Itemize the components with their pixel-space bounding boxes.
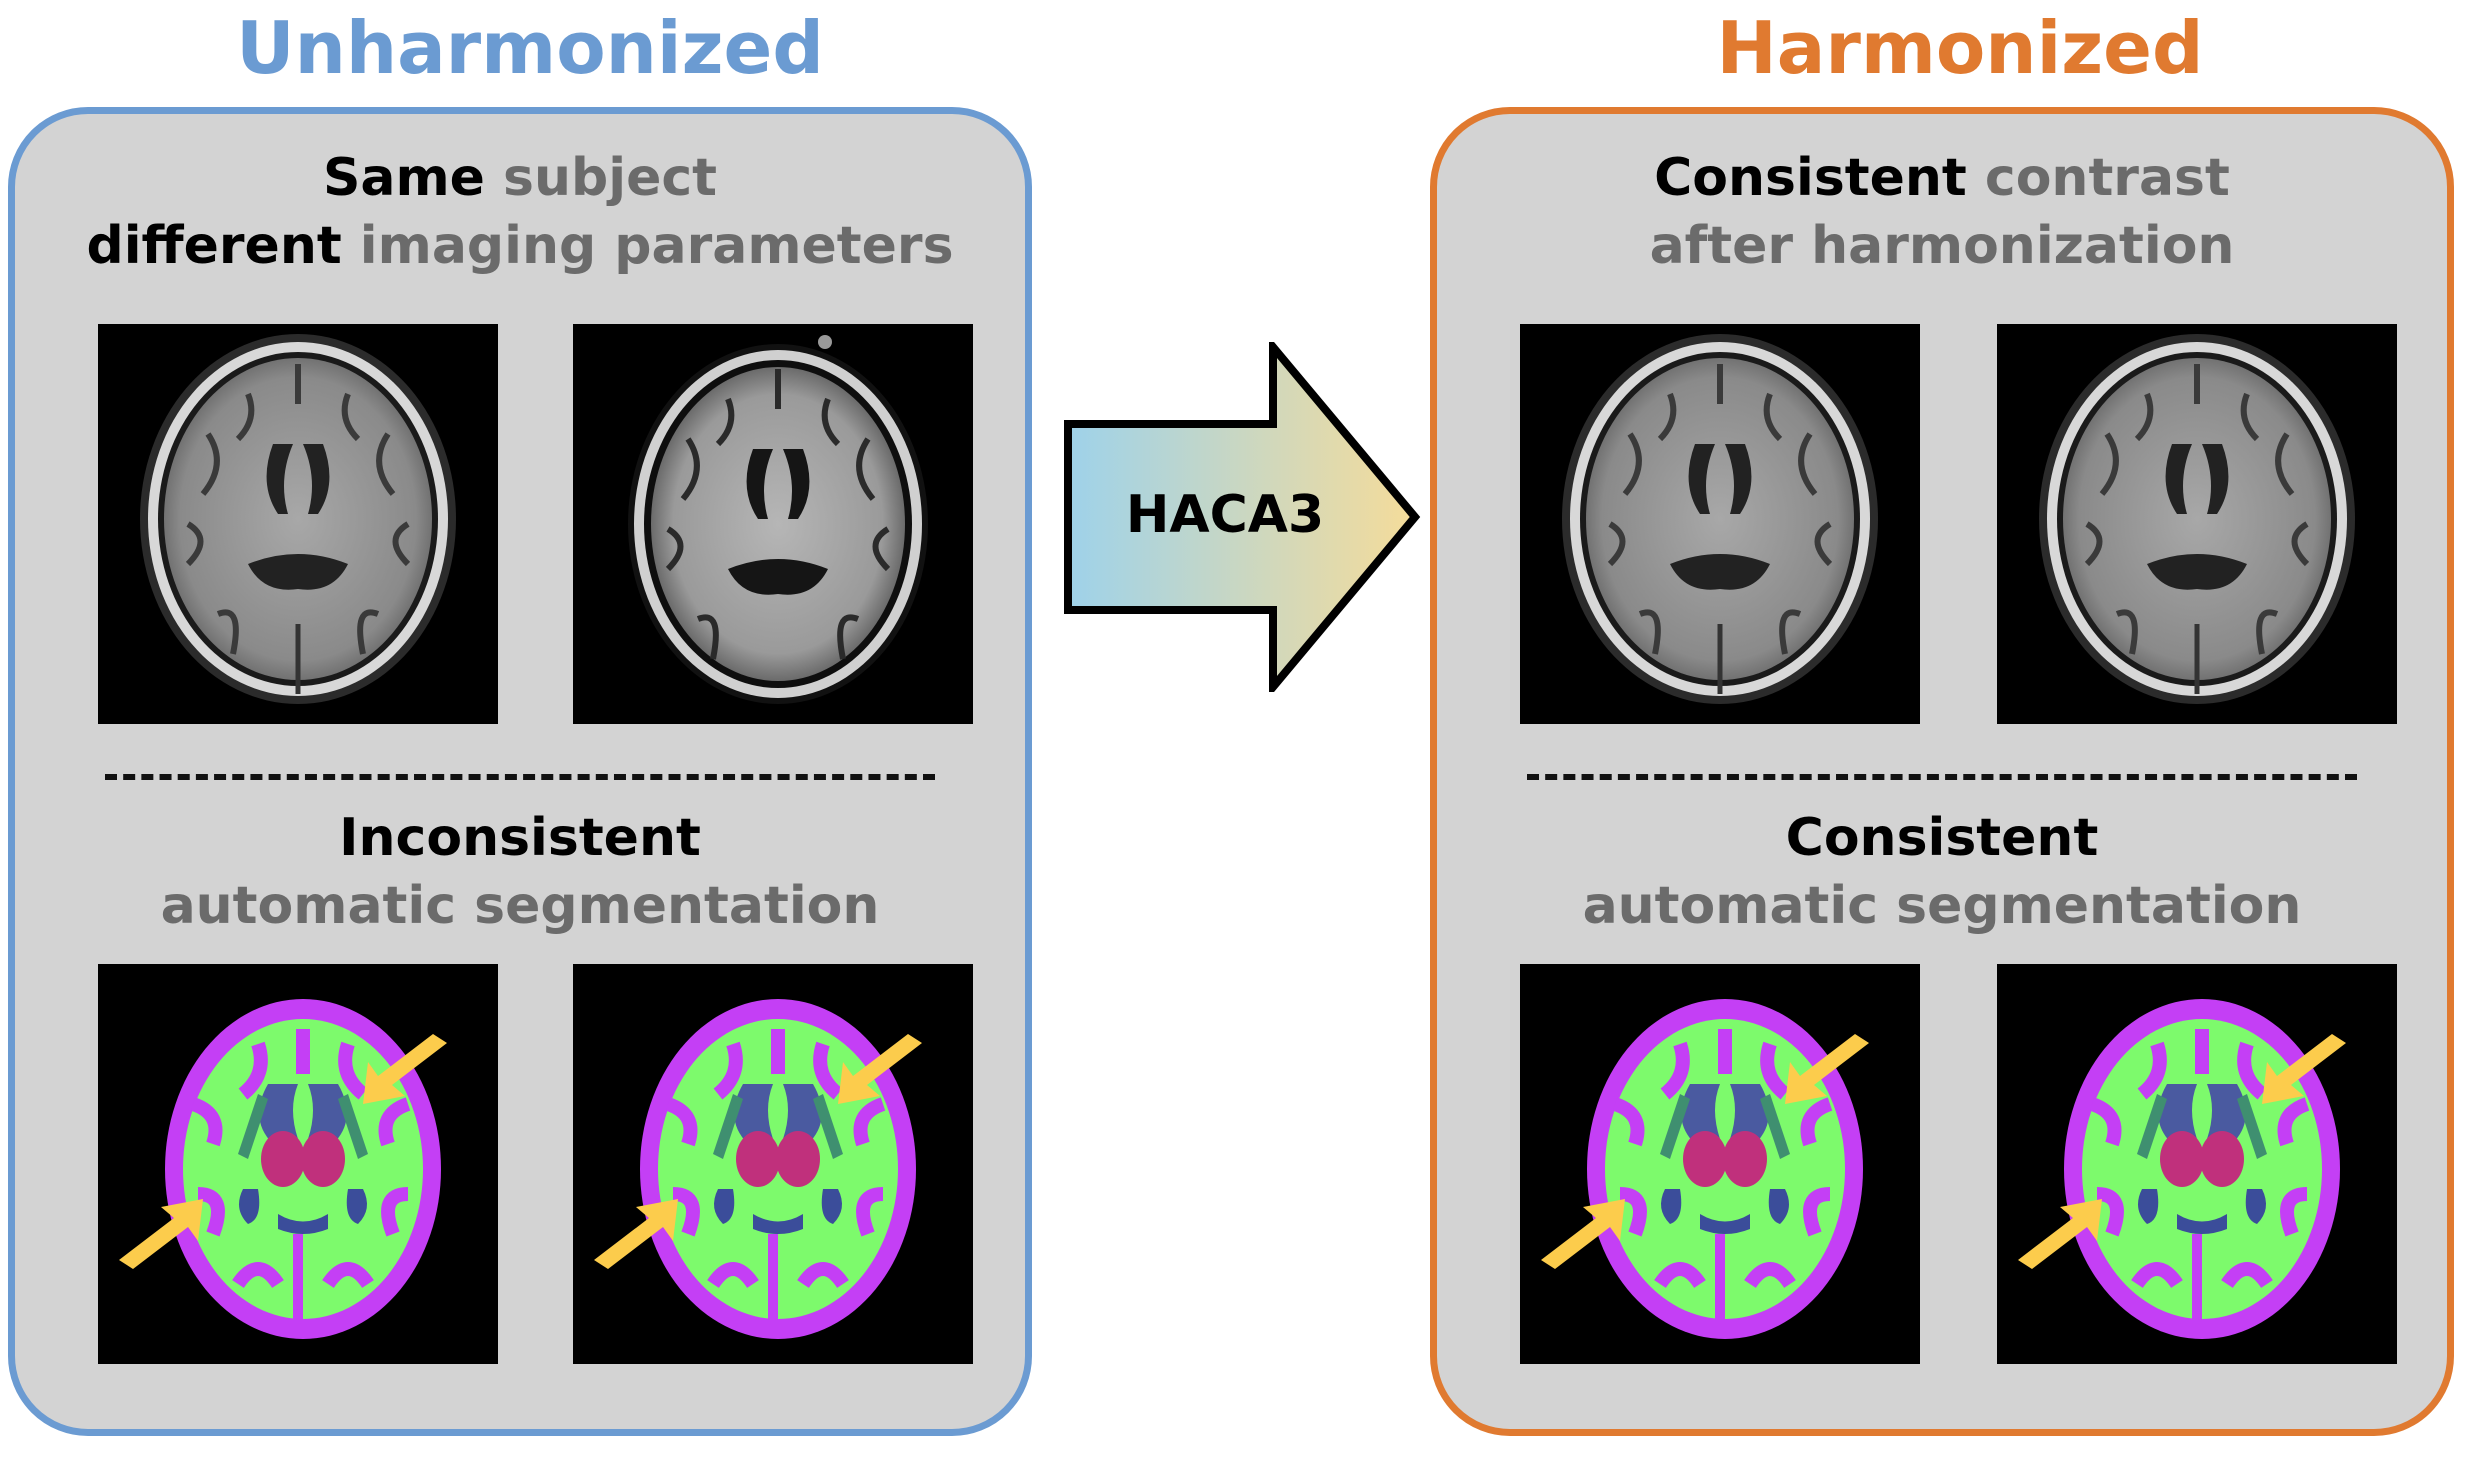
haca3-label: HACA3 <box>1125 485 1325 545</box>
left-divider <box>105 774 935 780</box>
haca3-arrow <box>1064 342 1421 692</box>
left-heading-rest-1: subject <box>484 148 718 208</box>
right-seg-line1: Consistent <box>1785 808 2099 868</box>
segmentation-image-left-2 <box>573 964 973 1364</box>
left-seg-heading: Inconsistent automatic segmentation <box>15 804 1025 940</box>
left-seg-line2: automatic segmentation <box>160 876 880 936</box>
left-title: Unharmonized <box>236 6 824 90</box>
mri-image-right-1 <box>1520 324 1920 724</box>
right-heading-bold-1: Consistent <box>1654 148 1967 208</box>
unharmonized-panel: Same subject different imaging parameter… <box>8 107 1032 1436</box>
mri-image-right-2 <box>1997 324 2397 724</box>
right-heading-rest-1: contrast <box>1966 148 2230 208</box>
left-heading-bold-2: different <box>86 216 342 276</box>
mri-image-left-1 <box>98 324 498 724</box>
segmentation-image-right-1 <box>1520 964 1920 1364</box>
segmentation-image-right-2 <box>1997 964 2397 1364</box>
right-seg-heading: Consistent automatic segmentation <box>1437 804 2447 940</box>
segmentation-image-left-1 <box>98 964 498 1364</box>
right-heading: Consistent contrast after harmonization <box>1437 144 2447 280</box>
mri-image-left-2 <box>573 324 973 724</box>
harmonized-panel: Consistent contrast after harmonization … <box>1430 107 2454 1436</box>
right-seg-line2: automatic segmentation <box>1582 876 2302 936</box>
left-heading: Same subject different imaging parameter… <box>15 144 1025 280</box>
left-heading-rest-2: imaging parameters <box>341 216 954 276</box>
right-divider <box>1527 774 2357 780</box>
left-seg-line1: Inconsistent <box>339 808 701 868</box>
right-heading-rest-2: after harmonization <box>1649 216 2235 276</box>
left-heading-bold-1: Same <box>322 148 485 208</box>
right-title: Harmonized <box>1716 6 2204 90</box>
